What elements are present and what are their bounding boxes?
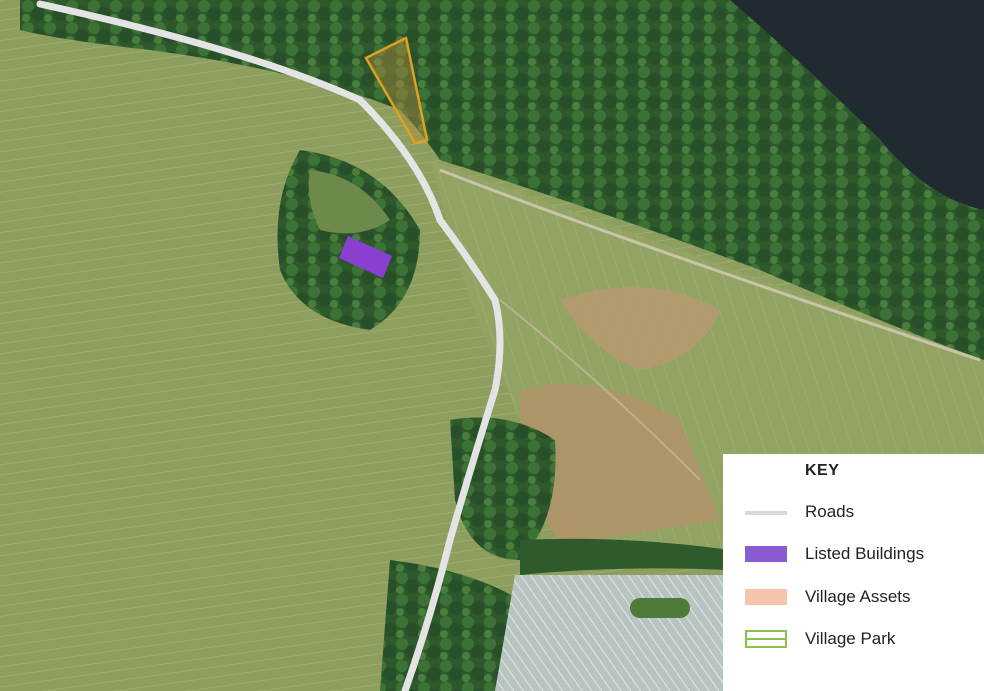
map-key: KEY Roads Listed Buildings Village Asset… <box>723 454 984 691</box>
field-track <box>439 168 981 362</box>
key-item-village-assets: Village Assets <box>723 586 984 610</box>
key-item-roads: Roads <box>723 501 984 525</box>
road-line-swatch <box>745 511 787 515</box>
listed-building[interactable] <box>339 236 392 278</box>
key-item-label: Village Park <box>805 629 896 648</box>
village-asset-outline[interactable] <box>364 36 429 145</box>
road-line <box>36 0 504 691</box>
polytunnel-field <box>495 575 730 691</box>
bare-soil-patch <box>560 287 720 370</box>
key-item-listed-buildings: Listed Buildings <box>723 543 984 567</box>
key-item-label: Listed Buildings <box>805 544 925 563</box>
key-item-label: Village Assets <box>805 587 911 606</box>
lake <box>730 0 984 210</box>
woodland-north <box>20 0 984 360</box>
hedgerow <box>520 538 730 575</box>
village-asset-swatch <box>745 589 787 605</box>
bare-soil-patch <box>520 384 720 545</box>
key-item-label: Roads <box>805 502 855 521</box>
copse-clearing <box>308 170 390 234</box>
polytunnel-crop <box>630 598 690 618</box>
field-track <box>499 299 701 481</box>
village-park-swatch <box>745 630 787 648</box>
listed-building-swatch <box>745 546 787 562</box>
key-item-village-park: Village Park <box>723 628 984 652</box>
key-title: KEY <box>805 462 840 479</box>
